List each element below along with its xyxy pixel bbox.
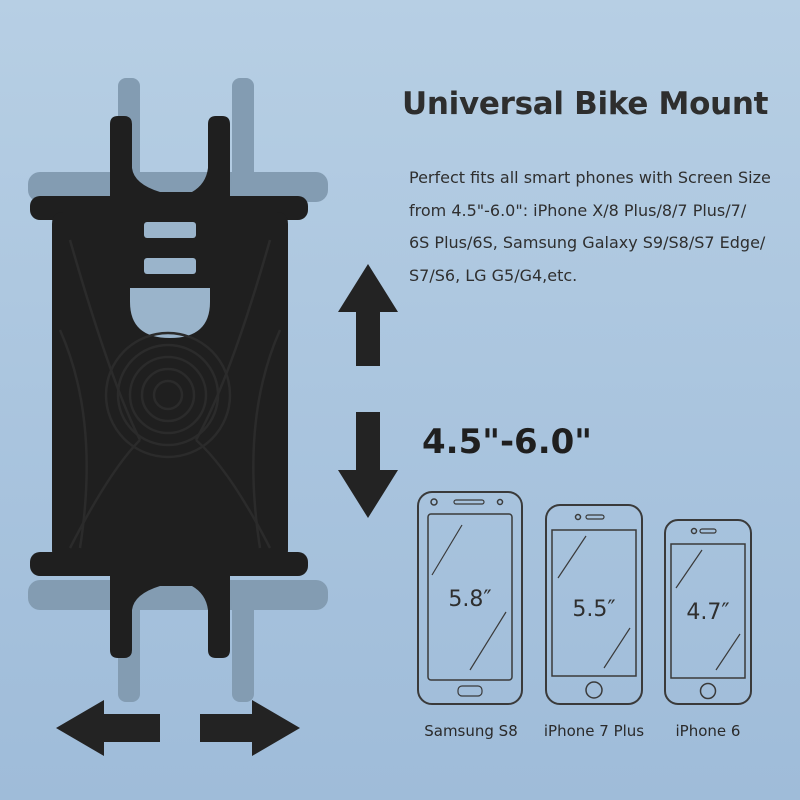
- product-description: Perfect fits all smart phones with Scree…: [409, 162, 793, 292]
- down-arrow-icon: [338, 412, 398, 518]
- phone-screen-size: 5.5″: [572, 597, 615, 622]
- phone-iphone-7-plus: 5.5″: [545, 504, 643, 705]
- phone-samsung-s8: 5.8″: [417, 491, 523, 705]
- left-arrow-icon: [56, 700, 160, 756]
- description-line: Perfect fits all smart phones with Scree…: [409, 168, 771, 187]
- phone-model-label: iPhone 7 Plus: [543, 722, 645, 740]
- description-line: from 4.5"-6.0": iPhone X/8 Plus/8/7 Plus…: [409, 200, 747, 220]
- right-arrow-icon: [200, 700, 300, 756]
- description-line: S7/S6, LG G5/G4,etc.: [409, 265, 578, 285]
- screen-size-range: 4.5"-6.0": [422, 422, 592, 462]
- phone-screen-size: 4.7″: [686, 600, 729, 625]
- description-line: 6S Plus/6S, Samsung Galaxy S9/S8/S7 Edge…: [409, 233, 766, 252]
- phone-screen-size: 5.8″: [448, 587, 491, 612]
- silicone-bike-mount-image: [30, 116, 308, 658]
- mount-details: [58, 222, 282, 549]
- phone-iphone-6: 4.7″: [664, 519, 752, 705]
- phone-model-label: iPhone 6: [675, 722, 741, 740]
- up-arrow-icon: [338, 264, 398, 366]
- phone-model-label: Samsung S8: [424, 722, 518, 740]
- page-title: Universal Bike Mount: [402, 86, 769, 122]
